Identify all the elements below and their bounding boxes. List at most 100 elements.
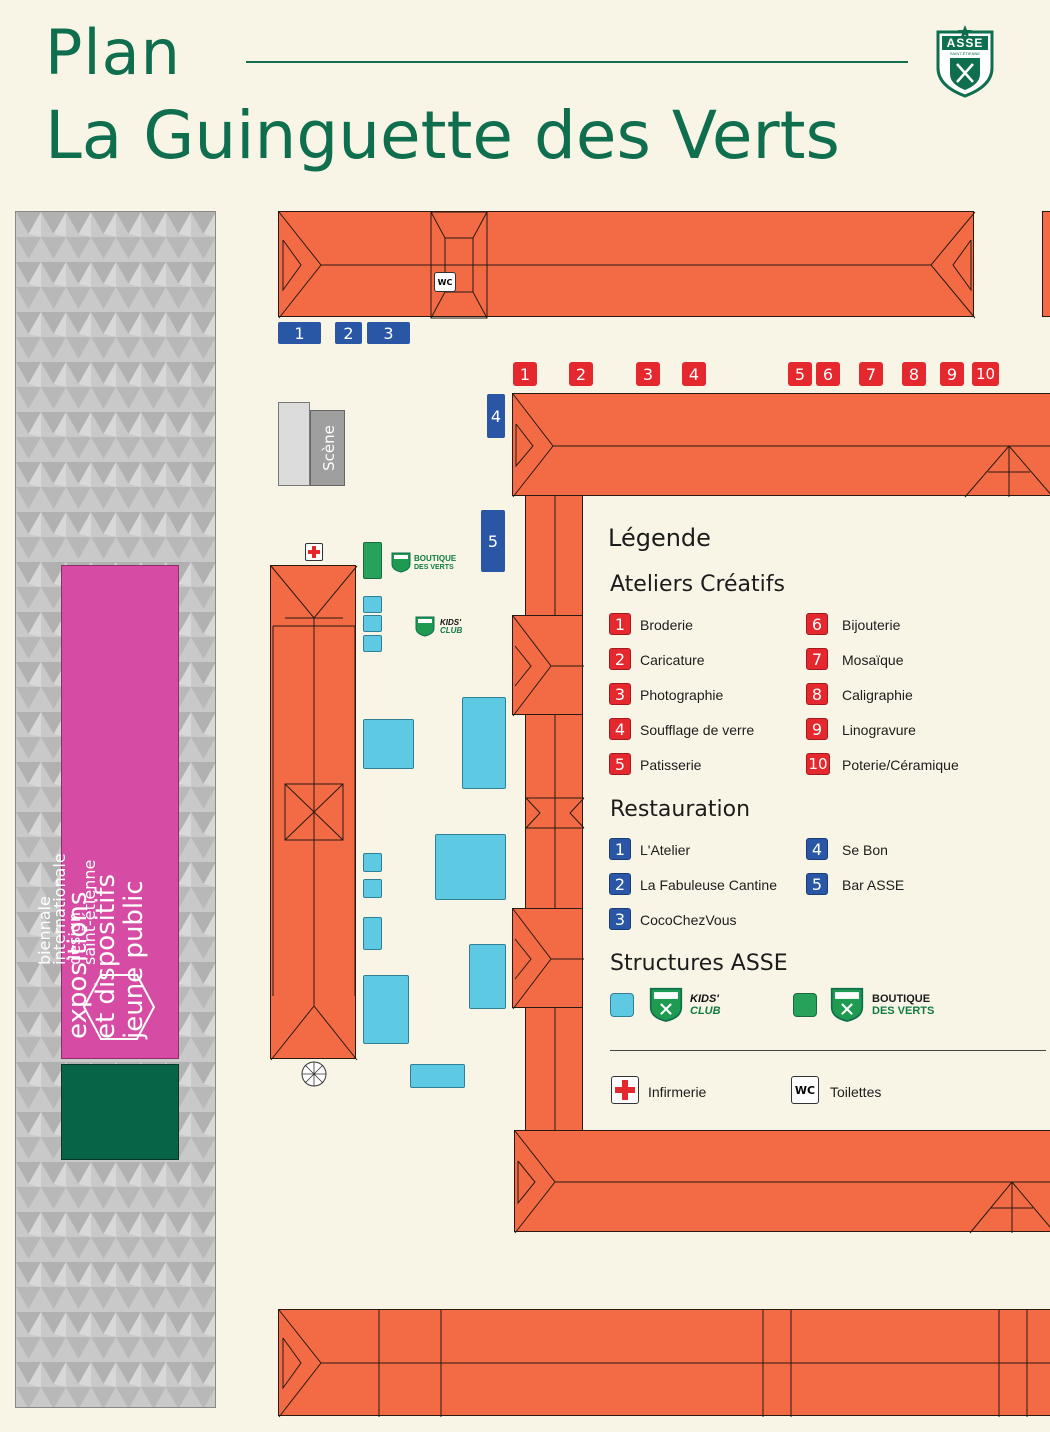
building-bottom [278, 1309, 1050, 1418]
legend-atelier-label: Broderie [640, 617, 693, 633]
legend-boutique-asse-icon [830, 987, 864, 1022]
wc-marker[interactable]: WC [434, 272, 456, 292]
legend-restauration-heading: Restauration [610, 797, 751, 822]
legend-kids-club-swatch [610, 993, 634, 1017]
kids-club-stand[interactable] [363, 879, 382, 898]
kids-club-stand[interactable] [363, 635, 382, 652]
biennale-org-line4: saint-étienne [80, 859, 99, 965]
kids-club-stand[interactable] [462, 697, 506, 789]
legend-restaurant-label: Bar ASSE [842, 877, 905, 893]
green-block [61, 1064, 179, 1160]
restaurant-marker-2[interactable]: 2 [335, 322, 362, 344]
legend-kids-label-1: KIDS' [690, 993, 719, 1005]
legend-infirmerie-label: Infirmerie [648, 1084, 707, 1100]
atelier-marker-2[interactable]: 2 [569, 362, 593, 386]
restaurant-marker-4[interactable]: 4 [487, 394, 505, 438]
parasol-icon [301, 1061, 327, 1087]
boutique-map-label-1: BOUTIQUE [414, 554, 457, 563]
legend-atelier-badge: 1 [609, 613, 631, 635]
legend-atelier-label: Caligraphie [842, 687, 913, 703]
legend-atelier-badge: 8 [806, 683, 828, 705]
pavilion-2 [512, 908, 584, 1010]
legend-atelier-badge: 2 [609, 648, 631, 670]
atelier-marker-5[interactable]: 5 [788, 362, 812, 386]
legend-atelier-label: Poterie/Céramique [842, 757, 959, 773]
kids-club-stand[interactable] [363, 719, 414, 769]
building-lower-right [514, 1130, 1050, 1234]
legend-restaurant-badge: 1 [609, 838, 631, 860]
legend-boutique-label-1: BOUTIQUE [872, 993, 931, 1005]
legend-atelier-label: Photographie [640, 687, 724, 703]
atelier-marker-4[interactable]: 4 [682, 362, 706, 386]
legend-title: Légende [608, 524, 711, 552]
stage-backdrop [278, 402, 310, 486]
legend-kids-label-2: CLUB [690, 1005, 721, 1017]
atelier-marker-10[interactable]: 10 [972, 362, 999, 386]
legend-ateliers-heading: Ateliers Créatifs [610, 572, 785, 597]
boutique-asse-logo-icon [391, 552, 411, 573]
legend-toilettes-label: Toilettes [830, 1084, 882, 1100]
kids-club-stand[interactable] [363, 975, 409, 1044]
biennale-banner[interactable]: expositions et dispositifs jeune public … [35, 565, 179, 1059]
legend-restaurant-label: CocoChezVous [640, 912, 737, 928]
title-plan: Plan [45, 16, 181, 89]
legend-restaurant-label: La Fabuleuse Cantine [640, 877, 777, 893]
boutique-map-label-2: DES VERTS [414, 564, 454, 571]
legend-atelier-label: Patisserie [640, 757, 702, 773]
kids-club-stand[interactable] [435, 834, 506, 900]
first-aid-marker[interactable] [305, 543, 323, 561]
legend-boutique-swatch [793, 993, 817, 1017]
legend-restaurant-badge: 5 [806, 873, 828, 895]
legend-restaurant-badge: 4 [806, 838, 828, 860]
legend-structures-heading: Structures ASSE [610, 951, 788, 976]
kids-club-asse-logo-icon [415, 616, 435, 637]
kids-club-stand[interactable] [363, 917, 382, 950]
atelier-marker-6[interactable]: 6 [816, 362, 840, 386]
building-top: WC [278, 211, 976, 319]
boutique-stand[interactable] [363, 542, 382, 579]
atelier-marker-9[interactable]: 9 [940, 362, 964, 386]
biennale-hexagon-icon [82, 974, 156, 1040]
building-wing-vertical [525, 495, 585, 1136]
atelier-marker-3[interactable]: 3 [636, 362, 660, 386]
title-event-name: La Guinguette des Verts [45, 97, 840, 174]
legend-atelier-badge: 10 [806, 753, 830, 775]
atelier-marker-1[interactable]: 1 [513, 362, 537, 386]
legend-atelier-badge: 7 [806, 648, 828, 670]
legend-atelier-badge: 4 [609, 718, 631, 740]
legend-atelier-badge: 6 [806, 613, 828, 635]
building-upper-right [512, 393, 1050, 498]
legend-restaurant-label: L'Atelier [640, 842, 691, 858]
restaurant-marker-3[interactable]: 3 [367, 322, 410, 344]
stage[interactable]: Scène [310, 410, 345, 486]
legend-atelier-label: Linogravure [842, 722, 916, 738]
stage-label: Scène [320, 425, 338, 471]
legend-infirmerie-icon [611, 1076, 639, 1104]
kids-club-stand[interactable] [410, 1064, 465, 1088]
asse-logo-text: ASSE [946, 36, 984, 50]
kids-club-stand[interactable] [363, 853, 382, 872]
legend-restaurant-badge: 3 [609, 908, 631, 930]
legend-atelier-badge: 3 [609, 683, 631, 705]
restaurant-marker-5[interactable]: 5 [481, 510, 505, 572]
building-left-long [270, 565, 358, 1061]
first-aid-icon [308, 546, 320, 558]
kids-club-stand[interactable] [469, 944, 506, 1009]
legend-kids-club-asse-icon [649, 987, 683, 1022]
restaurant-marker-1[interactable]: 1 [278, 322, 321, 344]
legend-atelier-label: Mosaïque [842, 652, 904, 668]
legend-boutique-label-2: DES VERTS [872, 1005, 935, 1017]
pavilion-1 [512, 615, 584, 717]
kids-club-stand[interactable] [363, 615, 382, 632]
asse-logo-subtext: SAINT-ÉTIENNE [949, 51, 981, 56]
title-rule [246, 61, 908, 63]
building-top-right-edge [1042, 211, 1050, 317]
asse-logo: ASSE SAINT-ÉTIENNE [934, 24, 996, 98]
atelier-marker-8[interactable]: 8 [902, 362, 926, 386]
legend-wc-icon: WC [791, 1076, 819, 1104]
kids-club-stand[interactable] [363, 596, 382, 613]
atelier-marker-7[interactable]: 7 [859, 362, 883, 386]
legend-restaurant-label: Se Bon [842, 842, 888, 858]
legend-divider [610, 1050, 1046, 1051]
kids-club-map-label-2: CLUB [440, 626, 463, 635]
